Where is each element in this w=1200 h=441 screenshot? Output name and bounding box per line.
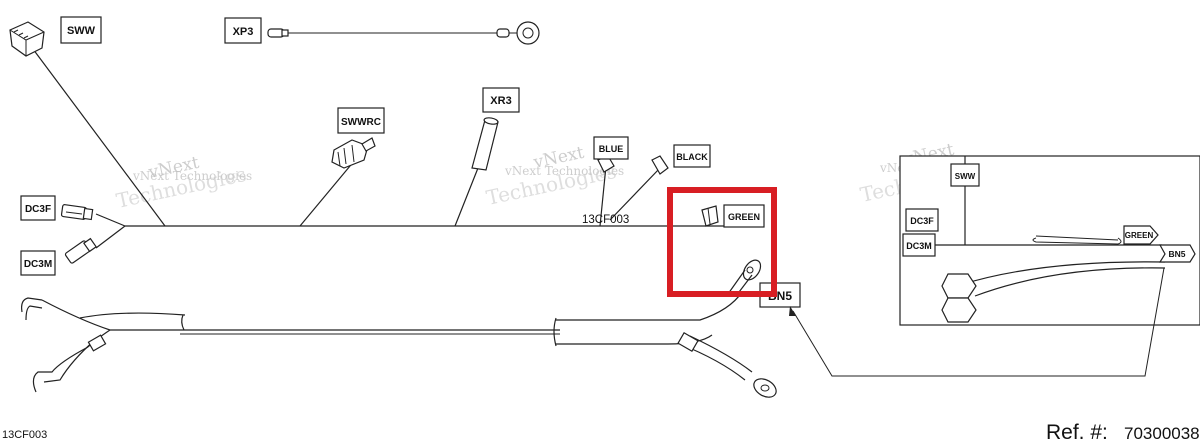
label-dc3m: DC3M bbox=[20, 250, 56, 276]
highlight-box bbox=[667, 187, 777, 297]
svg-text:BLUE: BLUE bbox=[599, 144, 624, 154]
reference-number: 703000381 bbox=[1124, 424, 1200, 441]
reference-label: Ref. #: bbox=[1046, 421, 1108, 441]
svg-text:BLACK: BLACK bbox=[676, 152, 708, 162]
svg-text:GREEN: GREEN bbox=[728, 212, 760, 222]
dc3m-connector-icon bbox=[64, 237, 97, 264]
sww-connector-icon bbox=[9, 21, 45, 57]
label-sww: SWW bbox=[60, 16, 102, 44]
label-blue: BLUE bbox=[593, 136, 629, 160]
label-xp3: XP3 bbox=[224, 17, 262, 44]
svg-text:DC3F: DC3F bbox=[910, 216, 934, 226]
harness-branches bbox=[29, 32, 661, 227]
inset-label-dc3f: DC3F bbox=[905, 208, 939, 232]
svg-text:XP3: XP3 bbox=[233, 26, 254, 38]
inset-connector-shape bbox=[941, 297, 977, 323]
watermark-text: vNext Technologies bbox=[132, 169, 252, 183]
inset-label-bn5: BN5 bbox=[1158, 244, 1196, 263]
location-inset: SWW DC3F DC3M GREEN BN5 bbox=[899, 155, 1200, 326]
svg-text:SWW: SWW bbox=[955, 172, 976, 181]
svg-text:DC3M: DC3M bbox=[906, 241, 932, 251]
svg-text:DC3M: DC3M bbox=[24, 259, 52, 270]
inset-label-green: GREEN bbox=[1123, 225, 1159, 245]
xr3-sleeve-icon bbox=[471, 117, 499, 171]
svg-text:BN5: BN5 bbox=[1168, 249, 1185, 259]
svg-text:SWW: SWW bbox=[67, 25, 96, 37]
label-green: GREEN bbox=[723, 204, 765, 228]
svg-text:SWWRC: SWWRC bbox=[341, 117, 381, 128]
watermark-group: vNext vNext Technologies Technologies vN… bbox=[114, 140, 999, 213]
inset-connector-shape bbox=[941, 273, 977, 299]
svg-text:DC3F: DC3F bbox=[25, 204, 51, 215]
svg-text:XR3: XR3 bbox=[490, 95, 511, 107]
label-xr3: XR3 bbox=[482, 87, 520, 113]
label-black: BLACK bbox=[673, 144, 711, 168]
dc3f-connector-icon bbox=[60, 204, 94, 221]
svg-text:GREEN: GREEN bbox=[1125, 231, 1154, 240]
inset-label-sww: SWW bbox=[950, 163, 980, 187]
swwrc-connector-icon bbox=[331, 137, 376, 169]
watermark-text: vNext Technologies bbox=[504, 164, 624, 178]
harness-code-label: 13CF003 bbox=[582, 214, 629, 226]
label-swwrc: SWWRC bbox=[337, 107, 385, 134]
harness-trunk bbox=[21, 213, 777, 398]
black-terminal-icon bbox=[651, 155, 669, 175]
bn5-leader-arrow bbox=[789, 267, 1165, 377]
xp3-terminal-icon bbox=[267, 21, 540, 45]
green-terminal-icon bbox=[701, 205, 719, 227]
label-dc3f: DC3F bbox=[20, 195, 56, 221]
footer-code: 13CF003 bbox=[2, 429, 47, 441]
inset-label-dc3m: DC3M bbox=[902, 233, 936, 257]
